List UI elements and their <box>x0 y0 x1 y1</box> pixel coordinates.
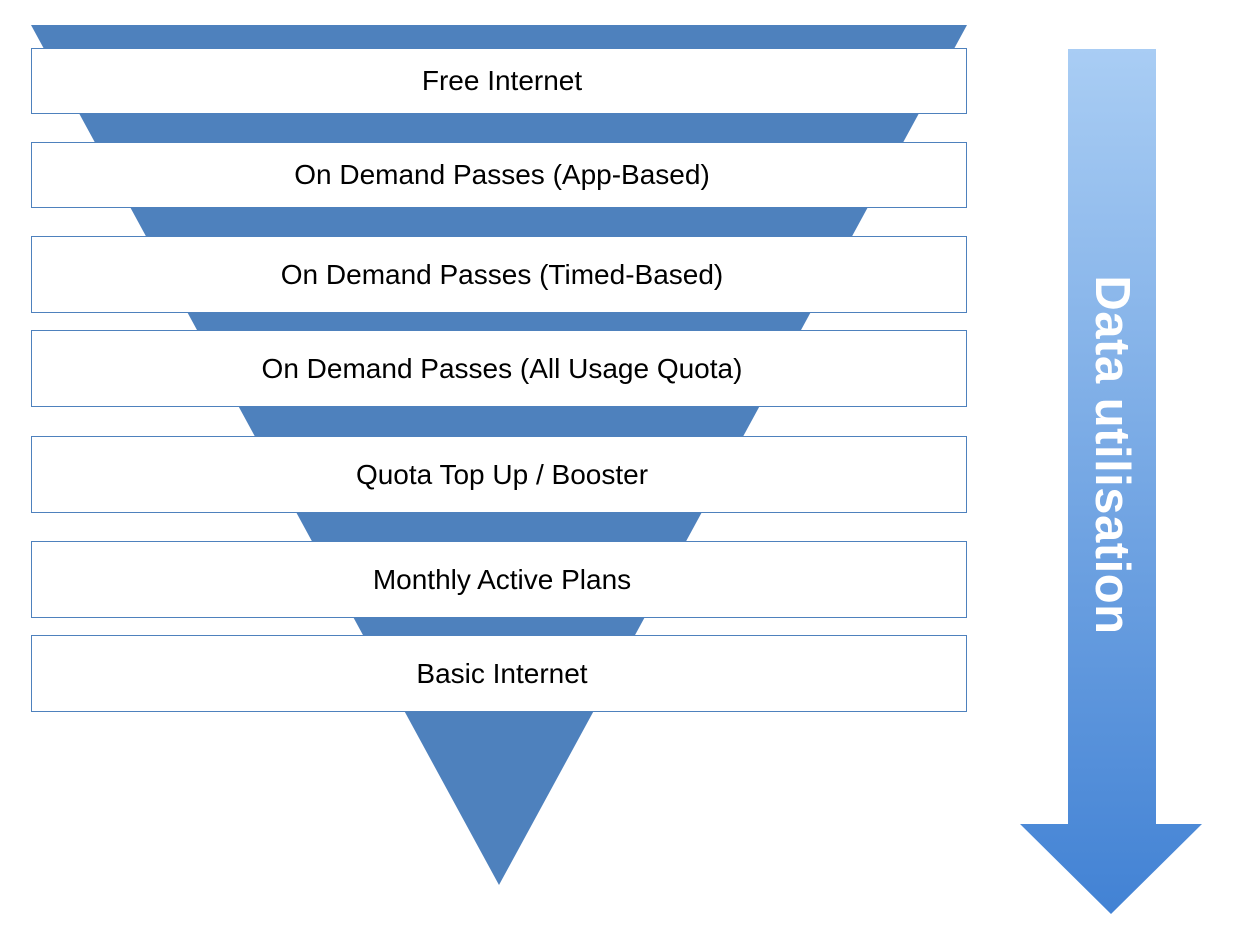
tier-monthly-active-plans: Monthly Active Plans <box>31 541 967 618</box>
tier-on-demand-timed-based: On Demand Passes (Timed-Based) <box>31 236 967 313</box>
tier-basic-internet: Basic Internet <box>31 635 967 712</box>
tier-on-demand-all-usage-quota: On Demand Passes (All Usage Quota) <box>31 330 967 407</box>
down-arrow <box>1020 49 1202 914</box>
data-utilisation-label: Data utilisation <box>1085 275 1139 635</box>
tier-quota-top-up-booster: Quota Top Up / Booster <box>31 436 967 513</box>
tier-free-internet: Free Internet <box>31 48 967 114</box>
tier-on-demand-app-based: On Demand Passes (App-Based) <box>31 142 967 208</box>
